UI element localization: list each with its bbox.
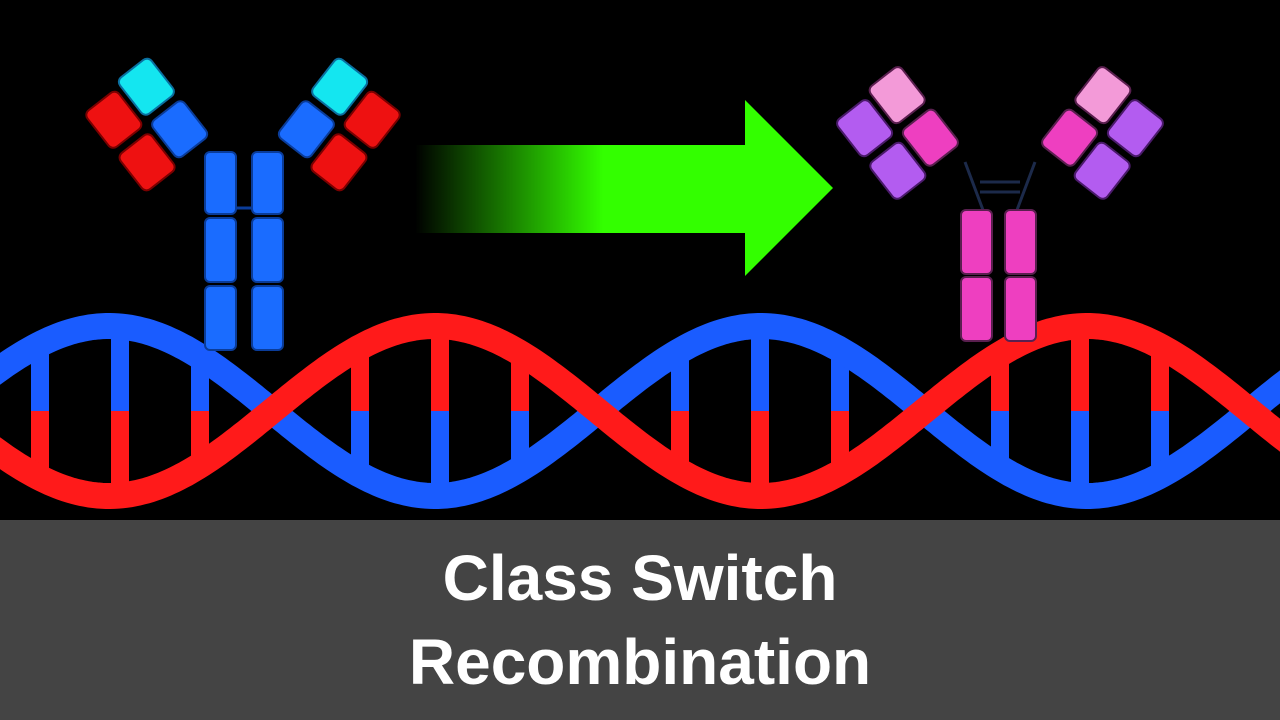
caption-bar: Class Switch Recombination bbox=[0, 520, 1280, 720]
caption-title-line-1: Class Switch bbox=[442, 542, 838, 614]
illustration-svg bbox=[0, 57, 1280, 509]
dna-strand-red bbox=[0, 313, 1280, 509]
dna-base-pair-half bbox=[431, 411, 449, 496]
dna-base-pair-half bbox=[751, 326, 769, 411]
dna-strand-blue bbox=[0, 313, 1280, 509]
caption-title-line-2: Recombination bbox=[408, 626, 872, 698]
dna-base-pair-half bbox=[1071, 411, 1089, 496]
dna-base-pair-half bbox=[111, 411, 129, 496]
dna-base-pair-half bbox=[1071, 326, 1089, 411]
dna-base-pair-half bbox=[111, 326, 129, 411]
dna-double-helix-icon bbox=[0, 313, 1280, 509]
antibody-left-icon bbox=[85, 57, 401, 351]
antibody-right-icon bbox=[836, 66, 1164, 342]
arrow-right-icon bbox=[415, 100, 833, 276]
dna-base-pair-half bbox=[431, 326, 449, 411]
dna-base-pair-half bbox=[751, 411, 769, 496]
illustration-area bbox=[0, 57, 1280, 509]
